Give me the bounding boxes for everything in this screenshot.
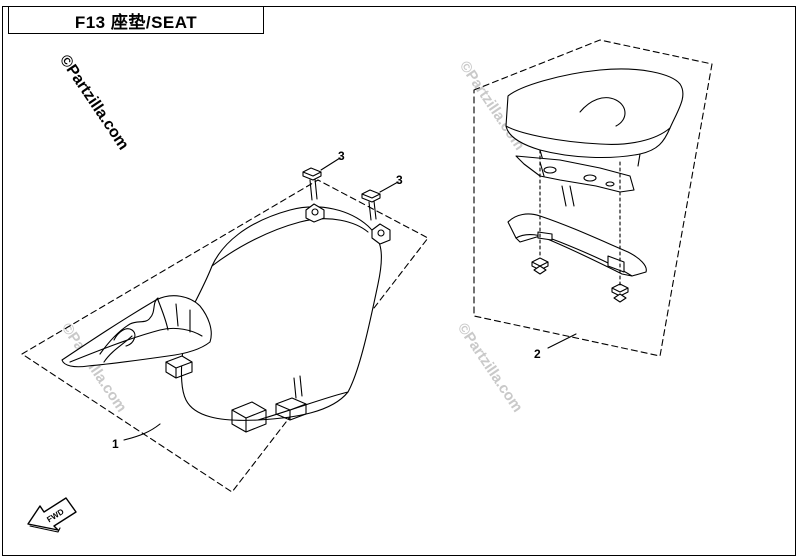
leader-line-1: [123, 423, 161, 441]
page-title: F13 座垫/SEAT: [8, 6, 264, 34]
callout-2: 2: [534, 347, 541, 361]
callout-3: 3: [338, 149, 345, 163]
leader-line-2: [547, 333, 577, 349]
group-outline-rear-seat: [473, 39, 713, 357]
fwd-arrow-icon: [27, 497, 77, 533]
callout-3: 3: [396, 173, 403, 187]
diagram-border: [2, 6, 796, 556]
rear-seat: [505, 68, 684, 303]
group-outline-front-seat: [21, 179, 429, 493]
bolt-part-3: [302, 157, 341, 201]
bolt-part-3: [361, 181, 399, 221]
callout-1: 1: [112, 437, 119, 451]
front-seat: [61, 203, 391, 433]
